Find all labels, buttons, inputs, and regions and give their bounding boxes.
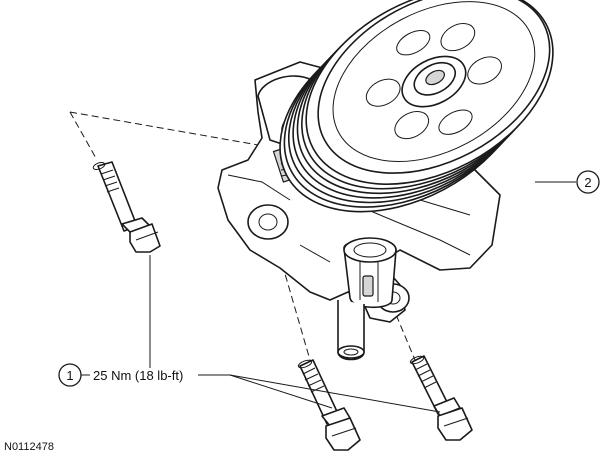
- callout-1-number: 1: [66, 368, 73, 383]
- pressure-outlet-fitting: [343, 237, 397, 309]
- pulley: [279, 0, 554, 213]
- callout-1-torque-label: 25 Nm (18 lb-ft): [93, 368, 183, 383]
- bolt-upper: [92, 161, 161, 253]
- callout-1: 1 25 Nm (18 lb-ft): [58, 363, 183, 387]
- figure-id: N0112478: [4, 441, 54, 453]
- callout-1-leaders: [149, 255, 441, 413]
- callout-2: 2: [576, 170, 600, 194]
- bolt-lower-right: [409, 355, 473, 441]
- bolt-lower-middle: [297, 359, 361, 451]
- callout-2-number: 2: [584, 175, 591, 190]
- callout-2-circle: [576, 170, 600, 194]
- outlet-pipe: [337, 300, 365, 361]
